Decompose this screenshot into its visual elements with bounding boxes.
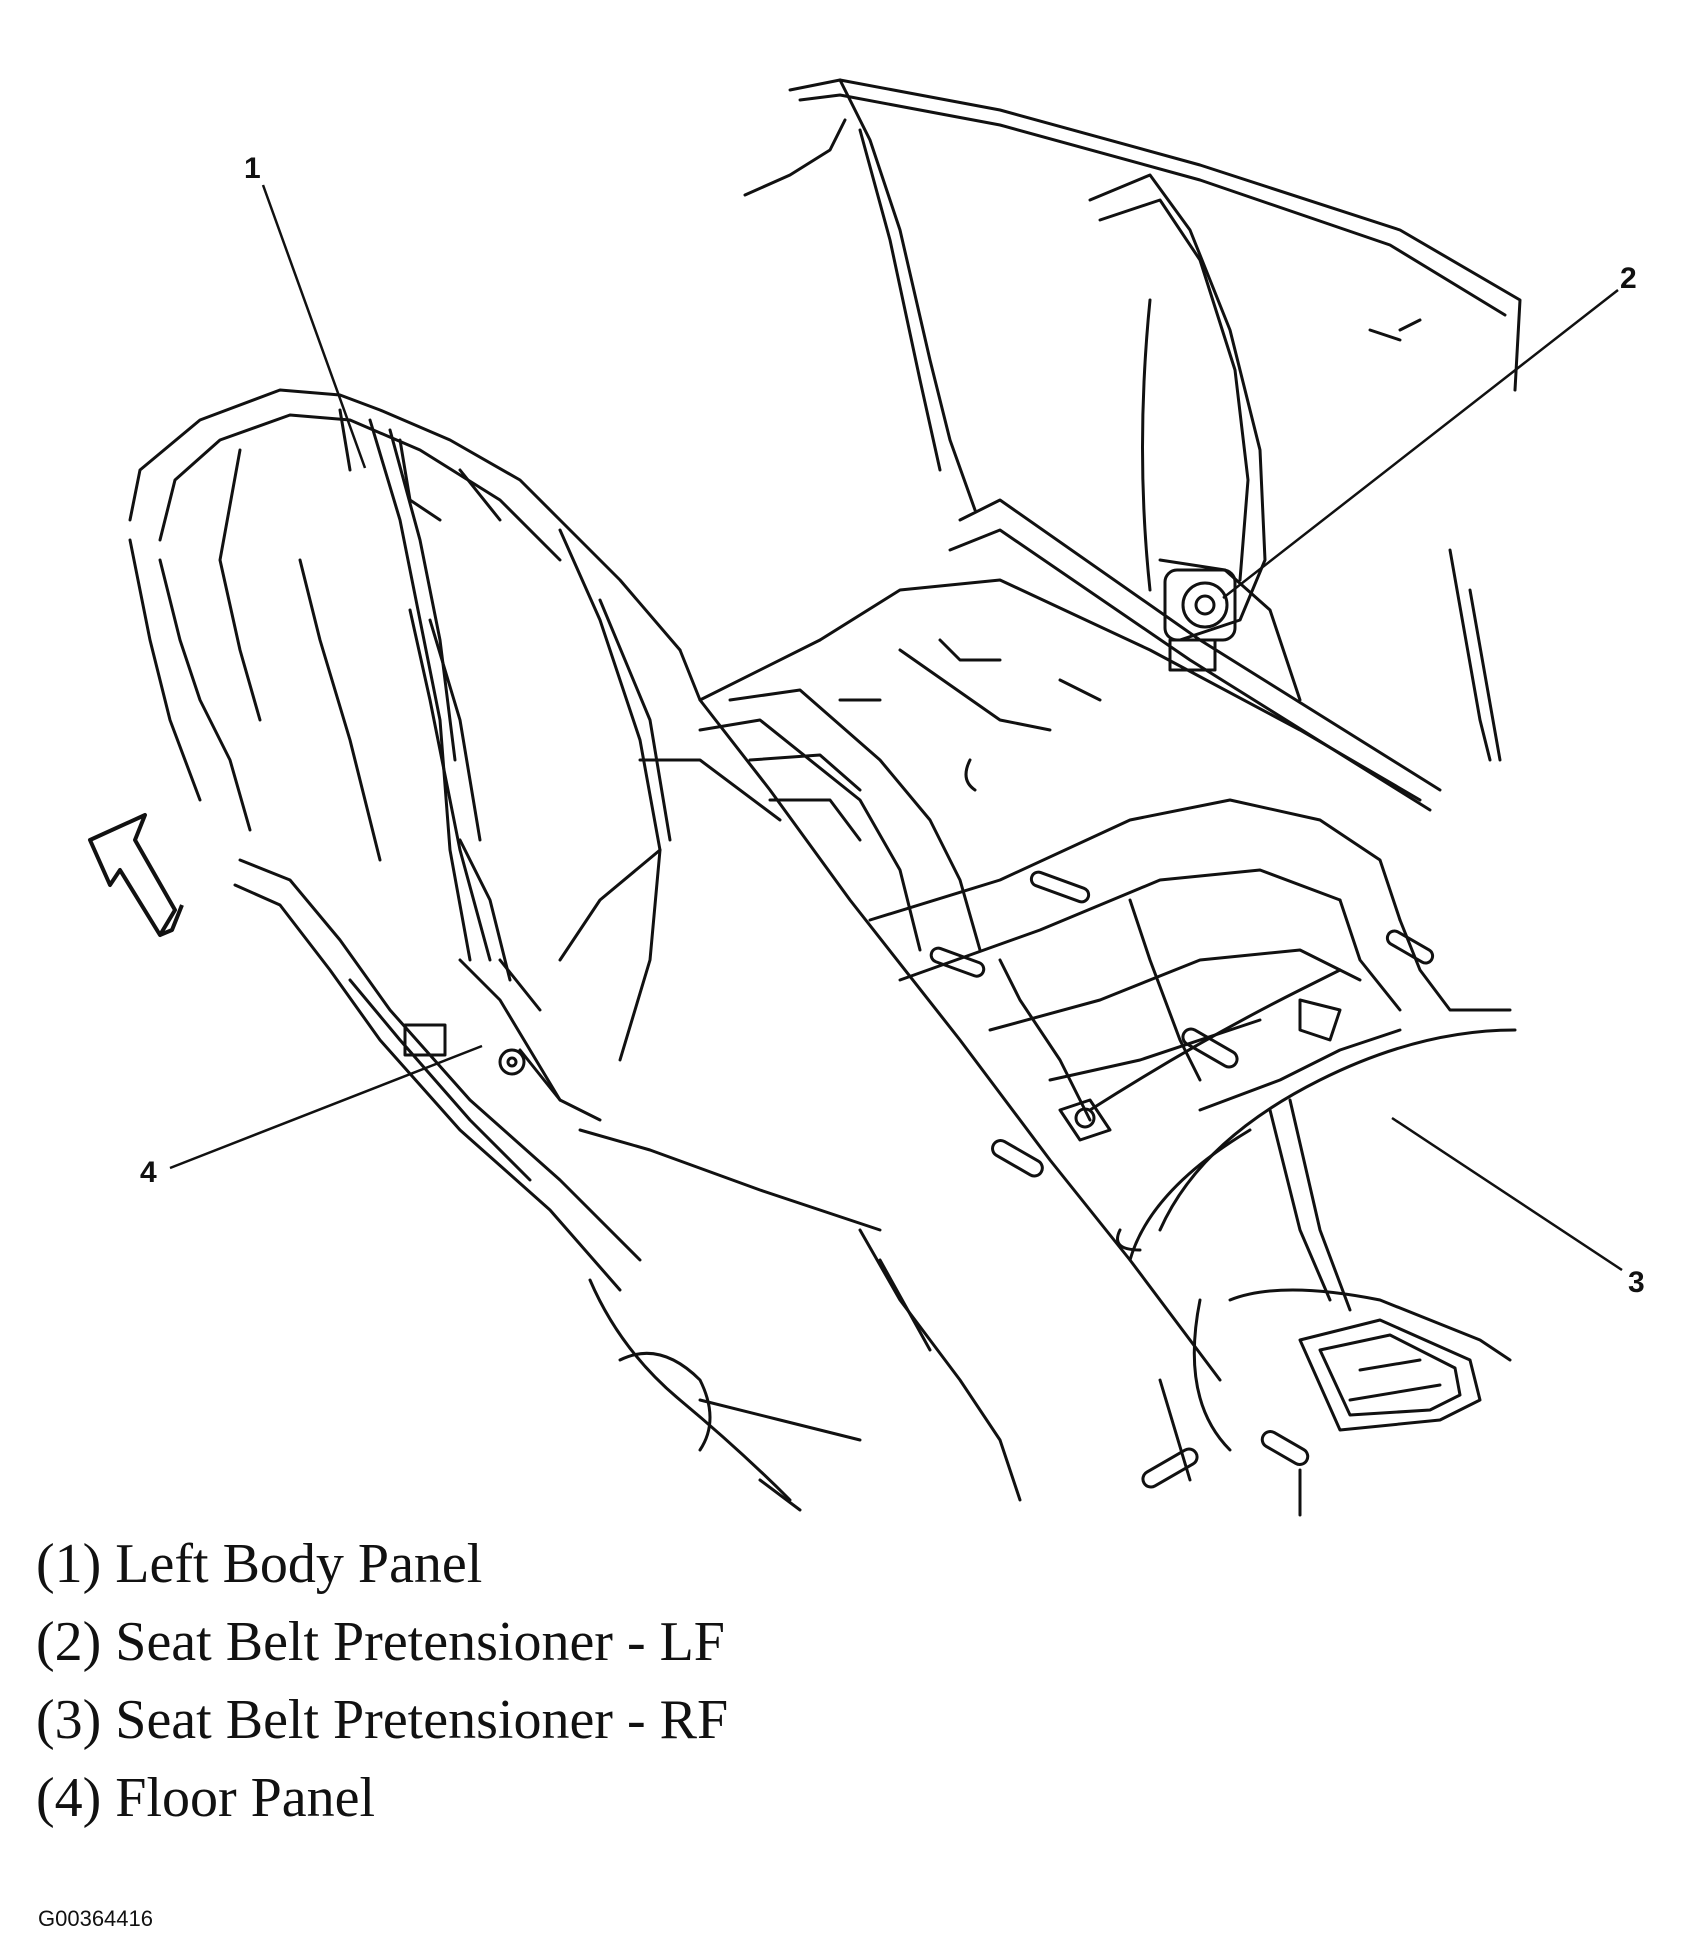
rf-seat-cushion [1116, 1028, 1517, 1517]
rear-body-outline [743, 78, 1522, 512]
legend-item-seat-belt-pretensioner-lf: (2) Seat Belt Pretensioner - LF [36, 1611, 725, 1673]
parts-legend: (1) Left Body Panel (2) Seat Belt Preten… [36, 1525, 1636, 1837]
center-tunnel [698, 688, 982, 952]
left-body-panel-part [128, 388, 1222, 1382]
figure-id: G00364416 [38, 1906, 153, 1931]
lower-fender [588, 1228, 1022, 1512]
lf-seat-back [1088, 173, 1502, 762]
callout-number-1: 1 [244, 152, 261, 185]
vehicle-interior-drawing: 1 2 3 4 [88, 78, 1645, 1517]
leader-line-1 [261, 184, 367, 469]
seat-mount-slots [929, 870, 1435, 1489]
rear-floor-area [698, 498, 1442, 812]
leader-line-2 [1222, 289, 1619, 599]
leader-line-3 [1391, 1116, 1623, 1272]
seat-belt-pretensioner-rf-part [1058, 968, 1342, 1142]
callout-number-3: 3 [1628, 1266, 1645, 1299]
b-pillar-belt [368, 418, 512, 982]
legend-item-left-body-panel: (1) Left Body Panel [36, 1533, 483, 1595]
forward-arrow-icon [88, 813, 184, 937]
floor-panel-part [233, 848, 662, 1292]
callout-number-2: 2 [1620, 262, 1637, 295]
leader-line-4 [169, 1044, 483, 1170]
legend-item-floor-panel: (4) Floor Panel [36, 1767, 376, 1829]
legend-item-seat-belt-pretensioner-rf: (3) Seat Belt Pretensioner - RF [36, 1689, 729, 1751]
front-floor-pan [868, 798, 1512, 1122]
callout-number-4: 4 [140, 1156, 157, 1189]
